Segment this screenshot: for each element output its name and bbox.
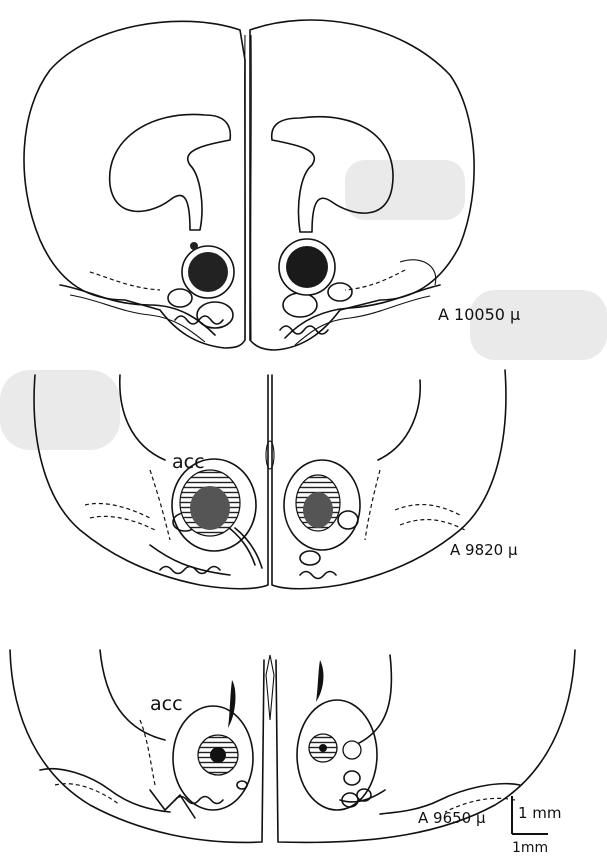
- section-3-outline: [10, 650, 575, 842]
- section-3-lesion-left: [198, 735, 238, 775]
- scale-bar-vertical-label: 1 mm: [518, 804, 562, 822]
- section-3-lesion-right: [309, 734, 361, 762]
- section-1-lesion-right: [279, 239, 335, 295]
- section-2-region-label: acc: [172, 451, 205, 473]
- section-2-lesion-left: [180, 470, 240, 536]
- section-2-lesion-right: [296, 475, 340, 531]
- section-1-level-label: A 10050 μ: [438, 305, 520, 324]
- section-1-lesion-left: [182, 242, 234, 298]
- scale-bar: 1 mm 1mm: [512, 796, 562, 856]
- scale-bar-horizontal-label: 1mm: [512, 840, 548, 856]
- section-3-acc-regions: [140, 700, 377, 810]
- section-3-region-label: acc: [150, 693, 183, 715]
- section-3: acc A 9650 μ: [10, 650, 575, 842]
- section-3-level-label: A 9650 μ: [418, 809, 486, 827]
- section-2-level-label: A 9820 μ: [450, 541, 518, 559]
